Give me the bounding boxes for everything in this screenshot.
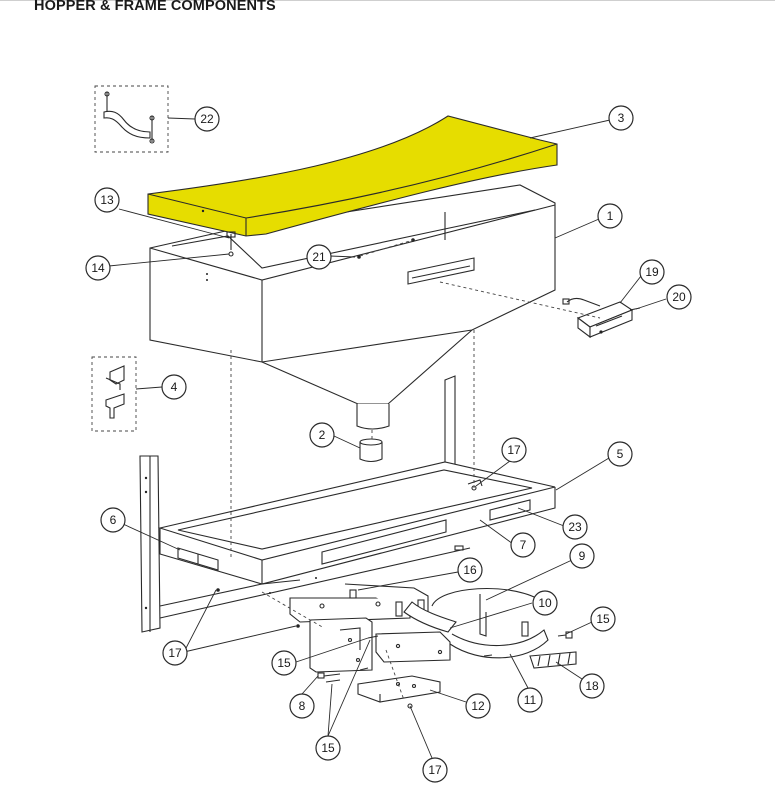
callout-label: 17 [428, 763, 442, 777]
callout-label: 5 [617, 447, 624, 461]
callout-17b: 17 [162, 640, 188, 666]
callout-15a: 15 [590, 606, 616, 632]
alignment-lines [230, 239, 601, 701]
callout-label: 18 [585, 679, 599, 693]
callout-label: 23 [568, 520, 582, 534]
callout-18: 18 [579, 673, 605, 699]
callout-1: 1 [597, 203, 623, 229]
part-4-latch-detail [91, 356, 137, 432]
callout-label: 1 [607, 209, 614, 223]
callout-label: 22 [200, 112, 214, 126]
callout-4: 4 [161, 374, 187, 400]
part-15-bolts [317, 631, 573, 683]
part-19-control-module [562, 297, 641, 339]
callout-12: 12 [465, 693, 491, 719]
callout-label: 4 [171, 380, 178, 394]
callout-10: 10 [532, 590, 558, 616]
callout-2: 2 [309, 422, 335, 448]
callout-label: 14 [91, 261, 105, 275]
callout-11: 11 [517, 687, 543, 713]
callout-3: 3 [608, 105, 634, 131]
callout-6: 6 [100, 507, 126, 533]
callout-label: 12 [471, 699, 485, 713]
page-title: HOPPER & FRAME COMPONENTS [34, 0, 276, 14]
callout-label: 3 [618, 111, 625, 125]
part-11-spinner-guard [449, 621, 549, 659]
callout-label: 17 [507, 443, 521, 457]
callout-label: 15 [321, 741, 335, 755]
part-8-side-plate [309, 617, 373, 673]
part-22-handle-detail [94, 85, 169, 153]
callout-label: 8 [299, 699, 306, 713]
callout-label: 10 [538, 596, 552, 610]
callout-5: 5 [607, 441, 633, 467]
callout-label: 21 [312, 250, 326, 264]
callout-label: 16 [463, 563, 477, 577]
callout-9: 9 [569, 543, 595, 569]
callout-7: 7 [510, 532, 536, 558]
callout-23: 23 [562, 514, 588, 540]
callout-label: 7 [520, 538, 527, 552]
part-2-sleeve [359, 438, 383, 463]
callout-label: 6 [110, 513, 117, 527]
callout-15b: 15 [271, 650, 297, 676]
callout-21: 21 [306, 244, 332, 270]
part-3-lid-highlighted [147, 115, 558, 237]
callout-label: 15 [277, 656, 291, 670]
callout-17c: 17 [422, 757, 448, 783]
callout-13: 13 [94, 187, 120, 213]
callout-label: 13 [100, 193, 114, 207]
callout-label: 9 [579, 549, 586, 563]
part-13-14-lid-bolt [226, 231, 236, 257]
callout-label: 20 [672, 290, 686, 304]
callout-label: 17 [168, 646, 182, 660]
callout-15c: 15 [315, 735, 341, 761]
callout-label: 19 [645, 265, 659, 279]
callout-leaders [108, 117, 667, 759]
part-5-frame [139, 375, 556, 633]
callout-16: 16 [457, 557, 483, 583]
callout-22: 22 [194, 106, 220, 132]
part-16-upper-bracket [289, 583, 429, 623]
callout-label: 11 [524, 693, 537, 707]
callout-20: 20 [666, 284, 692, 310]
part-18-strip [529, 651, 577, 669]
part-10-lower-bracket [375, 601, 457, 663]
callout-17a: 17 [501, 437, 527, 463]
top-rule [0, 0, 775, 1]
callout-label: 15 [596, 612, 610, 626]
callout-14: 14 [85, 255, 111, 281]
callout-label: 2 [319, 428, 326, 442]
part-12-base-plate [357, 675, 441, 709]
callout-8: 8 [289, 693, 315, 719]
callout-19: 19 [639, 259, 665, 285]
